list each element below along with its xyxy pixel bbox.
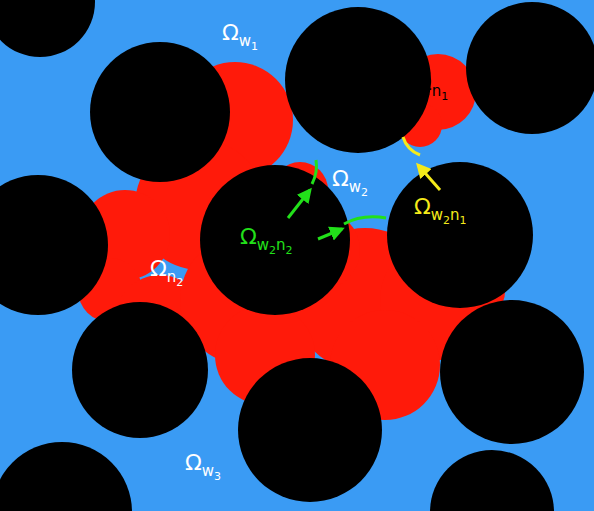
interfaces bbox=[312, 137, 420, 224]
region-label: Ωn1 bbox=[415, 72, 448, 94]
region-label: Ωw1 bbox=[222, 22, 258, 44]
region-label: Ωw3 bbox=[185, 452, 221, 474]
interface-label: Ωw2n2 bbox=[240, 226, 293, 248]
region-label: Ωn2 bbox=[150, 258, 183, 280]
interface-label: Ωw2n1 bbox=[414, 196, 467, 218]
region-label: Ωw2 bbox=[332, 168, 368, 190]
